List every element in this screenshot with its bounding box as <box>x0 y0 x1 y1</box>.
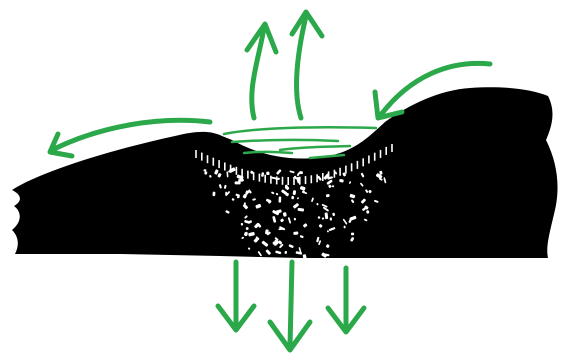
water-ripple <box>280 146 350 150</box>
gravel-piece <box>330 217 332 220</box>
downward-arrow-icon <box>328 268 364 332</box>
gravel-piece <box>351 233 354 236</box>
gravel-piece <box>266 172 270 176</box>
water-surface-line <box>224 127 376 134</box>
upward-arrow-icon <box>292 12 322 118</box>
gravel-piece <box>212 192 215 197</box>
gravel-piece <box>235 181 241 184</box>
upward-arrow-icon <box>247 24 276 118</box>
gravel-piece <box>299 171 303 174</box>
gravel-piece <box>204 169 207 171</box>
gravel-piece <box>273 241 279 244</box>
ground-cross-section <box>12 87 558 258</box>
water-ripple <box>232 140 338 142</box>
downward-arrow-icon <box>218 262 254 330</box>
water-ripple <box>244 152 292 153</box>
gravel-piece <box>278 196 281 202</box>
gravel-piece <box>246 227 249 230</box>
gravel-piece <box>293 231 298 235</box>
downward-arrow-icon <box>270 262 310 350</box>
